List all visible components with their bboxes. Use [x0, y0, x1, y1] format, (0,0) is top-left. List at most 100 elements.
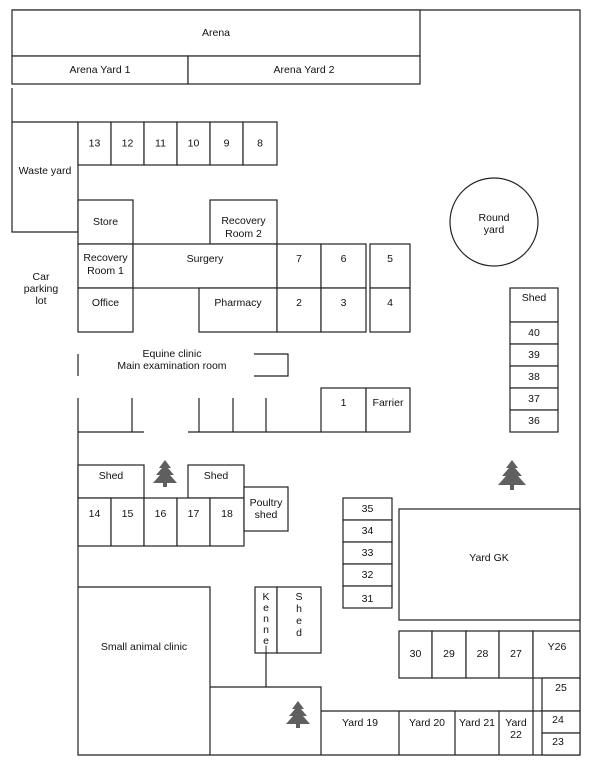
yard-y26	[532, 630, 581, 679]
stall-16	[143, 497, 178, 547]
stall-39-label: 39	[528, 349, 540, 361]
car-parking-label-line1: Car	[33, 271, 50, 283]
kennel-letter: K	[262, 591, 269, 603]
surgery-label: Surgery	[187, 253, 225, 265]
stall-5-label: 5	[387, 253, 393, 265]
yard-21-label: Yard 21	[459, 717, 495, 729]
stall-14	[77, 497, 112, 547]
kennel-letter: e	[263, 602, 269, 614]
stall-15-label: 15	[122, 508, 134, 520]
yard-gk	[398, 508, 581, 621]
equine-clinic-label-line2: Main examination room	[117, 360, 226, 372]
recovery-room-1	[77, 243, 134, 289]
poultry-shed-label-line1: Poultry	[250, 497, 283, 509]
poultry-shed	[243, 486, 289, 532]
stall-11-label: 11	[155, 137, 166, 149]
kennel-letter: n	[263, 624, 269, 636]
kennel-letter: l	[265, 644, 267, 656]
stall-8	[242, 121, 278, 166]
stall-36-label: 36	[528, 415, 540, 427]
stall-3	[320, 287, 367, 333]
stall-27	[498, 630, 534, 679]
store-label: Store	[93, 216, 118, 228]
shed-right	[509, 287, 559, 323]
tree-icon	[498, 460, 526, 490]
arena-yard-1-label: Arena Yard 1	[70, 64, 131, 76]
yard-19-label: Yard 19	[342, 717, 378, 729]
stall-30	[398, 630, 433, 679]
stall-18	[209, 497, 245, 547]
stall-17-label: 17	[188, 508, 200, 520]
car-parking-label-line3: lot	[35, 295, 46, 307]
stall-33-label: 33	[362, 547, 374, 559]
exam-room-wall-top-right	[254, 353, 289, 377]
stall-13-label: 13	[89, 137, 101, 149]
stall-11	[143, 121, 178, 166]
stall-5	[369, 243, 411, 289]
stall-8-label: 8	[257, 137, 263, 149]
stall-30-label: 30	[410, 648, 422, 660]
shed-left	[77, 464, 145, 499]
stall-31	[342, 585, 393, 609]
waste-yard-boundary	[11, 88, 78, 233]
round-yard-label-line1: Round	[479, 212, 510, 224]
stall-32-label: 32	[362, 569, 374, 581]
shed-middle	[187, 464, 245, 499]
stall-12	[110, 121, 145, 166]
stall-18-label: 18	[221, 508, 233, 520]
stall-2-label: 2	[296, 297, 302, 309]
shed-letter: e	[296, 615, 302, 627]
poultry-shed-label-line2: shed	[255, 509, 278, 521]
pharmacy-label: Pharmacy	[214, 297, 262, 309]
stall-7	[276, 243, 322, 289]
arena-yard-2-label: Arena Yard 2	[274, 64, 335, 76]
recovery-room-1-label-line2: Room 1	[87, 265, 124, 277]
store	[77, 199, 134, 245]
stall-1	[320, 387, 367, 433]
stall-36	[509, 409, 559, 433]
recovery-room-2-label-line1: Recovery	[221, 215, 266, 227]
yard-y26-label: Y26	[548, 641, 567, 653]
stall-38-label: 38	[528, 371, 540, 383]
stall-15	[110, 497, 145, 547]
stall-35-label: 35	[362, 503, 374, 515]
bottom-yards-wall	[321, 678, 534, 712]
stall-14-label: 14	[89, 508, 101, 520]
office	[77, 287, 134, 333]
tree-icon	[286, 701, 310, 728]
yard-20-label: Yard 20	[409, 717, 445, 729]
stall-25-label: 25	[555, 682, 567, 694]
stall-2	[276, 287, 322, 333]
stall-9	[209, 121, 244, 166]
stall-6-label: 6	[341, 253, 347, 265]
stall-29-label: 29	[443, 648, 455, 660]
stall-17	[176, 497, 211, 547]
stall-1-label: 1	[341, 397, 347, 409]
stall-6	[320, 243, 367, 289]
stall-34-label: 34	[362, 525, 374, 537]
stall-37-label: 37	[528, 393, 540, 405]
stall-23-label: 23	[552, 736, 564, 748]
small-animal-clinic-annex	[210, 686, 322, 755]
yard-22-label-line1: Yard	[505, 717, 527, 729]
kennel-letter: e	[263, 635, 269, 647]
small-animal-clinic	[78, 586, 211, 755]
stall-23	[541, 732, 581, 756]
recovery-room-1-label-line1: Recovery	[83, 252, 128, 264]
stall-40-label: 40	[528, 327, 540, 339]
arena-yard-2	[187, 55, 421, 85]
top-stall-row: 13 12 11 10 9 8	[77, 121, 278, 166]
shed-right-label: Shed	[522, 292, 547, 304]
shed-letter: h	[296, 603, 302, 615]
recovery-room-2-label-line2: Room 2	[225, 228, 262, 240]
round-yard-label-line2: yard	[484, 224, 505, 236]
car-parking-label-line2: parking	[24, 283, 59, 295]
stall-24-label: 24	[552, 714, 564, 726]
shed-middle-label: Shed	[204, 470, 229, 482]
stall-28	[465, 630, 500, 679]
stall-10-label: 10	[188, 137, 200, 149]
stall-4	[369, 287, 411, 333]
shed-left-label: Shed	[99, 470, 124, 482]
stall-4-label: 4	[387, 297, 393, 309]
